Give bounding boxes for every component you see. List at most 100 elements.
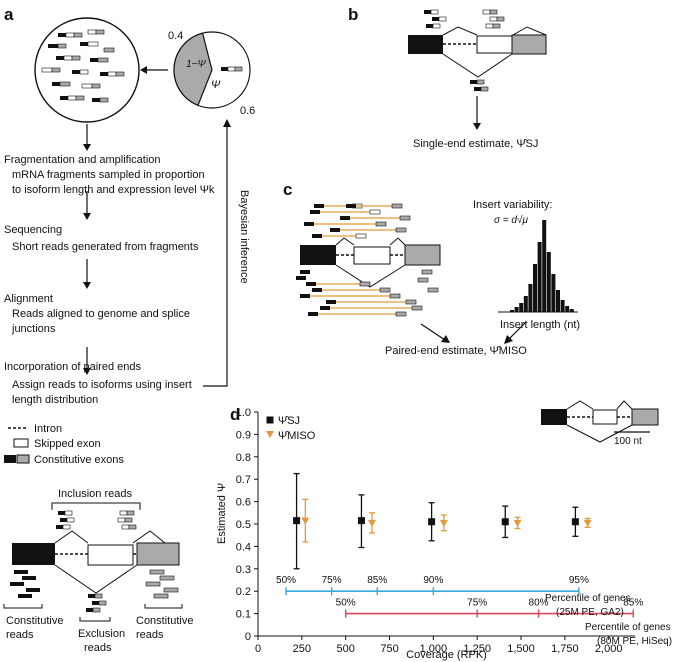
miso-point bbox=[439, 519, 448, 527]
pie-label-top: 0.4 bbox=[168, 30, 183, 42]
pie-white-label: Ψ bbox=[211, 79, 221, 91]
paired-reads-top bbox=[304, 203, 411, 239]
exon1-black bbox=[12, 543, 55, 565]
exon2-skipped bbox=[87, 544, 134, 566]
sj-point bbox=[293, 517, 301, 525]
constitutive-left-label-1: Constitutive bbox=[6, 615, 63, 627]
y-tick-label: 0.6 bbox=[236, 497, 251, 509]
pie-read-icon bbox=[221, 66, 243, 72]
histogram-bar bbox=[519, 303, 524, 312]
panel-a: 0.4 0.6 1−Ψ Ψ Fragmentation and amplific… bbox=[3, 17, 255, 654]
panel-c: Insert variability: σ = d√μ Insert lengt… bbox=[296, 199, 580, 357]
bayesian-arrowhead bbox=[223, 119, 231, 127]
exclusion-reads bbox=[86, 593, 107, 613]
sj-point bbox=[428, 518, 436, 526]
step3-line2: junctions bbox=[11, 323, 56, 335]
percentile-tick-label: 90% bbox=[423, 575, 443, 586]
x-tick-label: 1,500 bbox=[507, 643, 535, 655]
pct-caption-2a: Percentile of genes bbox=[585, 622, 671, 633]
percentile-tick-label: 75% bbox=[467, 598, 487, 609]
isoform-pie: 0.4 0.6 1−Ψ Ψ bbox=[168, 30, 255, 117]
histogram-bar bbox=[523, 296, 528, 312]
legend-miso-label: Ψ̂MISO bbox=[278, 430, 316, 442]
miso-point bbox=[583, 519, 592, 527]
exclusion-label-2: reads bbox=[84, 642, 112, 654]
bayesian-arrow bbox=[203, 125, 228, 387]
exclusion-read-b1 bbox=[470, 79, 485, 85]
panel-label-a: a bbox=[4, 5, 14, 24]
y-tick-label: 0.1 bbox=[236, 609, 251, 621]
exclusion-label-1: Exclusion bbox=[78, 628, 125, 640]
pct-caption-1a: Percentile of genes bbox=[545, 593, 631, 604]
x-tick-label: 1,250 bbox=[463, 643, 491, 655]
read-classes-diagram: Inclusion reads bbox=[3, 488, 193, 654]
exclusion-read-b2 bbox=[474, 86, 489, 92]
histogram-bar bbox=[556, 290, 560, 312]
histogram-bar bbox=[514, 307, 519, 312]
percentile-tick-label: 50% bbox=[336, 598, 356, 609]
miso-point bbox=[513, 519, 522, 527]
histogram-xlabel: Insert length (nt) bbox=[500, 319, 580, 331]
x-tick-label: 1,750 bbox=[551, 643, 579, 655]
const-exon-gray-symbol bbox=[16, 454, 30, 464]
step1-line1: mRNA fragments sampled in proportion bbox=[12, 169, 205, 181]
sj-point bbox=[571, 518, 579, 526]
c-right-arrow bbox=[507, 321, 527, 341]
y-tick-label: 0 bbox=[245, 631, 251, 643]
exon3-gray bbox=[136, 542, 180, 566]
x-tick-label: 2,000 bbox=[595, 643, 623, 655]
legend-intron: Intron bbox=[34, 423, 62, 435]
sj-point bbox=[501, 518, 509, 526]
legend-sj-marker bbox=[266, 416, 274, 424]
step2-line1: Short reads generated from fragments bbox=[12, 241, 199, 253]
pct-caption-2b: (80M PE, HiSeq) bbox=[597, 636, 672, 647]
y-tick-label: 0.9 bbox=[236, 429, 251, 441]
constitutive-right-reads bbox=[145, 569, 179, 599]
pie-label-bottom: 0.6 bbox=[240, 105, 255, 117]
constitutive-left-reads bbox=[10, 570, 40, 598]
step1-line2: to isoform length and expression level Ψ… bbox=[12, 184, 215, 196]
bayesian-label: Bayesian inference bbox=[238, 190, 250, 284]
x-tick-label: 750 bbox=[380, 643, 398, 655]
step-arrows bbox=[83, 124, 91, 375]
percentile-tick-label: 95% bbox=[569, 575, 589, 586]
histogram-bar bbox=[528, 284, 533, 312]
percentile-tick-label: 80% bbox=[529, 598, 549, 609]
legend-miso-marker bbox=[266, 431, 274, 438]
legend-sj-label: Ψ̂SJ bbox=[278, 415, 300, 427]
pct-caption-1b: (25M PE, GA2) bbox=[556, 607, 624, 618]
insert-variability-label: Insert variability: bbox=[473, 199, 552, 211]
histogram-bar bbox=[510, 310, 514, 312]
junction-reads-b bbox=[424, 9, 505, 29]
y-tick-label: 0.7 bbox=[236, 474, 251, 486]
y-tick-label: 0.5 bbox=[236, 519, 251, 531]
histogram-bar bbox=[546, 252, 551, 312]
constitutive-right-label-1: Constitutive bbox=[136, 615, 193, 627]
sigma-formula: σ = d√μ bbox=[494, 214, 528, 226]
percentile-tick-label: 50% bbox=[276, 575, 296, 586]
step3-heading: Alignment bbox=[4, 293, 53, 305]
percentile-tick-label: 85% bbox=[367, 575, 387, 586]
y-tick-label: 1.0 bbox=[236, 407, 251, 419]
x-tick-label: 1,000 bbox=[420, 643, 448, 655]
inclusion-read-stack bbox=[56, 510, 137, 530]
histogram-bar bbox=[560, 300, 565, 312]
c-left-arrow bbox=[420, 323, 446, 341]
histogram-bar bbox=[565, 306, 570, 312]
paired-reads-bottom bbox=[296, 269, 439, 317]
constitutive-left-label-2: reads bbox=[6, 629, 34, 641]
x-tick-label: 500 bbox=[336, 643, 354, 655]
pie-to-pool-arrowhead bbox=[140, 66, 147, 74]
d-gene-structure: 100 nt bbox=[541, 400, 659, 447]
step4-line1: Assign reads to isoforms using insert bbox=[12, 379, 192, 391]
pie-gray-label: 1−Ψ bbox=[186, 59, 206, 70]
histogram-bar bbox=[537, 242, 542, 312]
skipped-exon-symbol bbox=[13, 438, 29, 448]
scale-bar-label: 100 nt bbox=[614, 436, 642, 447]
x-tick-label: 250 bbox=[293, 643, 311, 655]
step1-heading: Fragmentation and amplification bbox=[4, 154, 161, 166]
histogram-bar bbox=[533, 264, 537, 312]
paired-end-estimate-label: Paired-end estimate, Ψ̂MISO bbox=[385, 345, 527, 357]
